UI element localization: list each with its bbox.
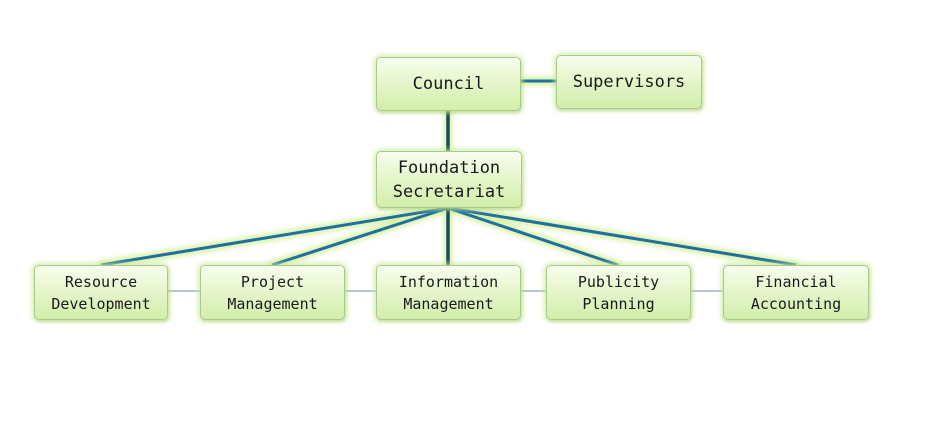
project-management-node[interactable]: Project Management: [200, 265, 345, 320]
supervisors-label: Supervisors: [572, 72, 686, 92]
edge-secretariat-resource: [100, 206, 449, 267]
edge-secretariat-project: [271, 206, 449, 267]
edge-secretariat-financial: [447, 206, 797, 267]
supervisors-node[interactable]: Supervisors: [556, 55, 702, 109]
financial-accounting-label: Financial Accounting: [750, 272, 842, 313]
publicity-planning-label: Publicity Planning: [577, 272, 660, 313]
information-management-node[interactable]: Information Management: [376, 265, 521, 320]
financial-accounting-node[interactable]: Financial Accounting: [723, 265, 869, 320]
foundation-secretariat-node[interactable]: Foundation Secretariat: [376, 151, 522, 208]
publicity-planning-node[interactable]: Publicity Planning: [546, 265, 691, 320]
edge-secretariat-publicity: [447, 206, 619, 267]
council-label: Council: [412, 74, 485, 94]
information-management-label: Information Management: [398, 272, 499, 313]
resource-development-node[interactable]: Resource Development: [34, 265, 168, 320]
council-node[interactable]: Council: [376, 57, 521, 111]
resource-development-label: Resource Development: [51, 272, 151, 313]
foundation-secretariat-label: Foundation Secretariat: [392, 157, 506, 202]
project-management-label: Project Management: [227, 272, 318, 313]
